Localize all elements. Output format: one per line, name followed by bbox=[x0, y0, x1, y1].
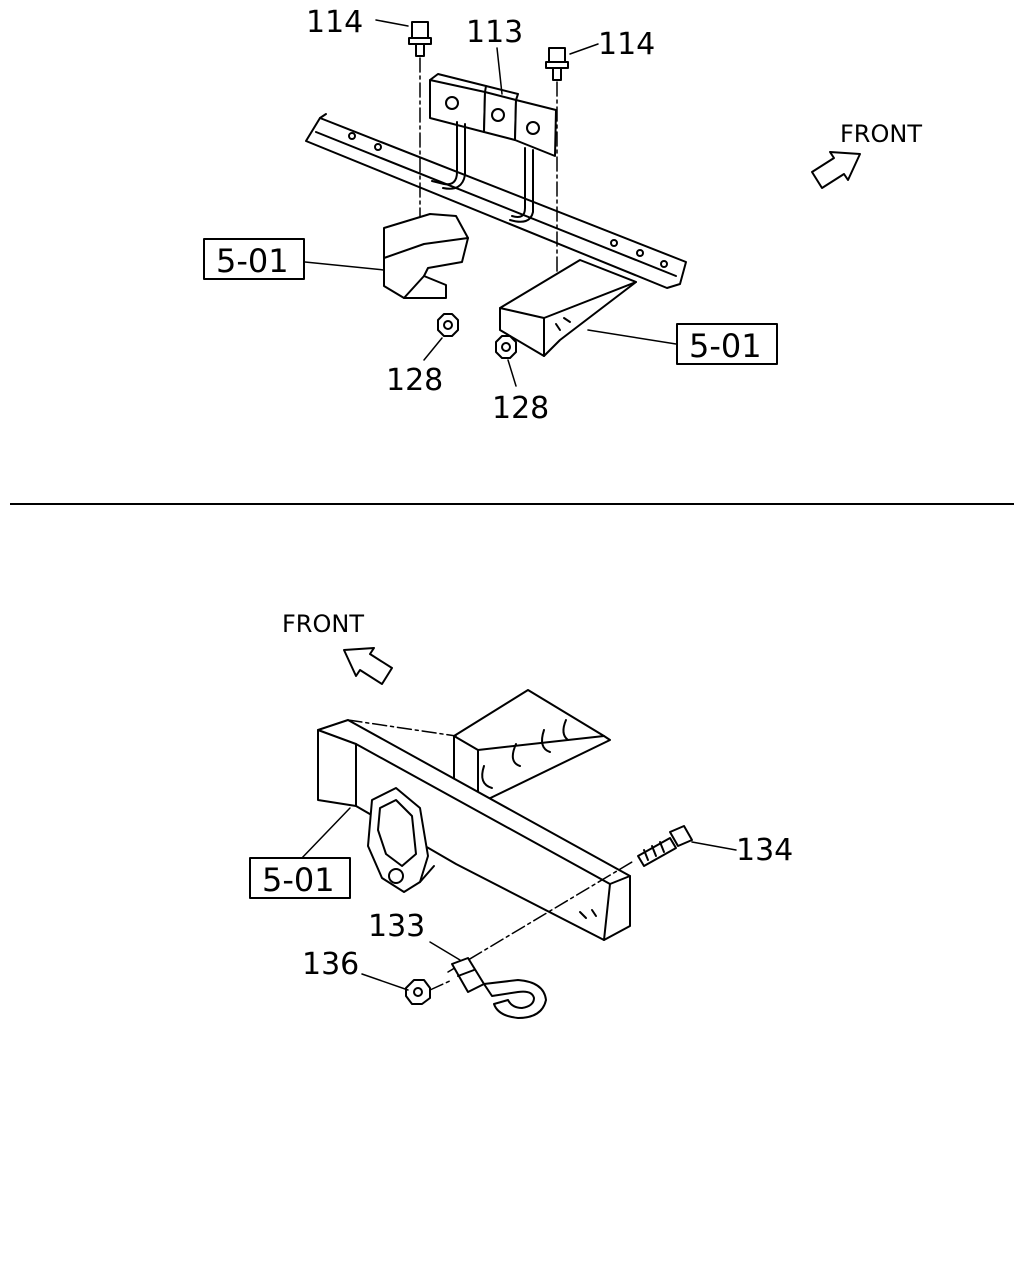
front-arrow-icon-bottom bbox=[343, 647, 393, 685]
ref-box-top-left[interactable] bbox=[203, 238, 305, 280]
nut-128-left bbox=[437, 313, 459, 337]
nut-136 bbox=[405, 979, 431, 1005]
top-leader-lines bbox=[304, 19, 677, 387]
label-134: 134 bbox=[736, 833, 793, 868]
bolt-centerline-134 bbox=[447, 861, 633, 973]
label-113: 113 bbox=[466, 15, 523, 50]
ref-5-01-top-left[interactable]: 5-01 bbox=[216, 242, 289, 280]
bolt-114-left bbox=[408, 21, 432, 57]
ref-5-01-bottom[interactable]: 5-01 bbox=[262, 861, 335, 899]
hook-133 bbox=[451, 957, 547, 1019]
bracket-113 bbox=[429, 73, 557, 223]
bolt-134 bbox=[637, 825, 693, 867]
rear-crossmember bbox=[317, 719, 631, 941]
label-133: 133 bbox=[368, 909, 425, 944]
bottom-leader-lines bbox=[299, 807, 737, 991]
bolt-114-right bbox=[545, 47, 569, 81]
nut-centerline-136 bbox=[429, 979, 453, 991]
tow-bracket bbox=[367, 787, 435, 893]
front-arrow-icon bbox=[811, 151, 861, 189]
top-assembly: 114 114 113 128 128 FRONT 5-01 5-01 bbox=[203, 5, 922, 426]
nut-128-right bbox=[495, 335, 517, 359]
label-114-left: 114 bbox=[306, 5, 363, 40]
front-label-bottom: FRONT bbox=[282, 610, 364, 638]
crossmember-centerline bbox=[347, 719, 457, 737]
crossmember-rail bbox=[305, 113, 687, 289]
ref-box-bottom[interactable] bbox=[249, 857, 351, 899]
ref-box-top-right[interactable] bbox=[676, 323, 778, 365]
label-136: 136 bbox=[302, 947, 359, 982]
side-frame-member bbox=[453, 689, 611, 805]
label-114-right: 114 bbox=[598, 27, 655, 62]
ref-5-01-top-right[interactable]: 5-01 bbox=[689, 327, 762, 365]
front-label-top: FRONT bbox=[840, 120, 922, 148]
label-128-right: 128 bbox=[492, 391, 549, 426]
frame-rail-right bbox=[499, 259, 637, 357]
bottom-assembly: FRONT 134 133 136 5-01 bbox=[249, 610, 793, 1019]
label-128-left: 128 bbox=[386, 363, 443, 398]
frame-rail-left bbox=[383, 213, 469, 299]
